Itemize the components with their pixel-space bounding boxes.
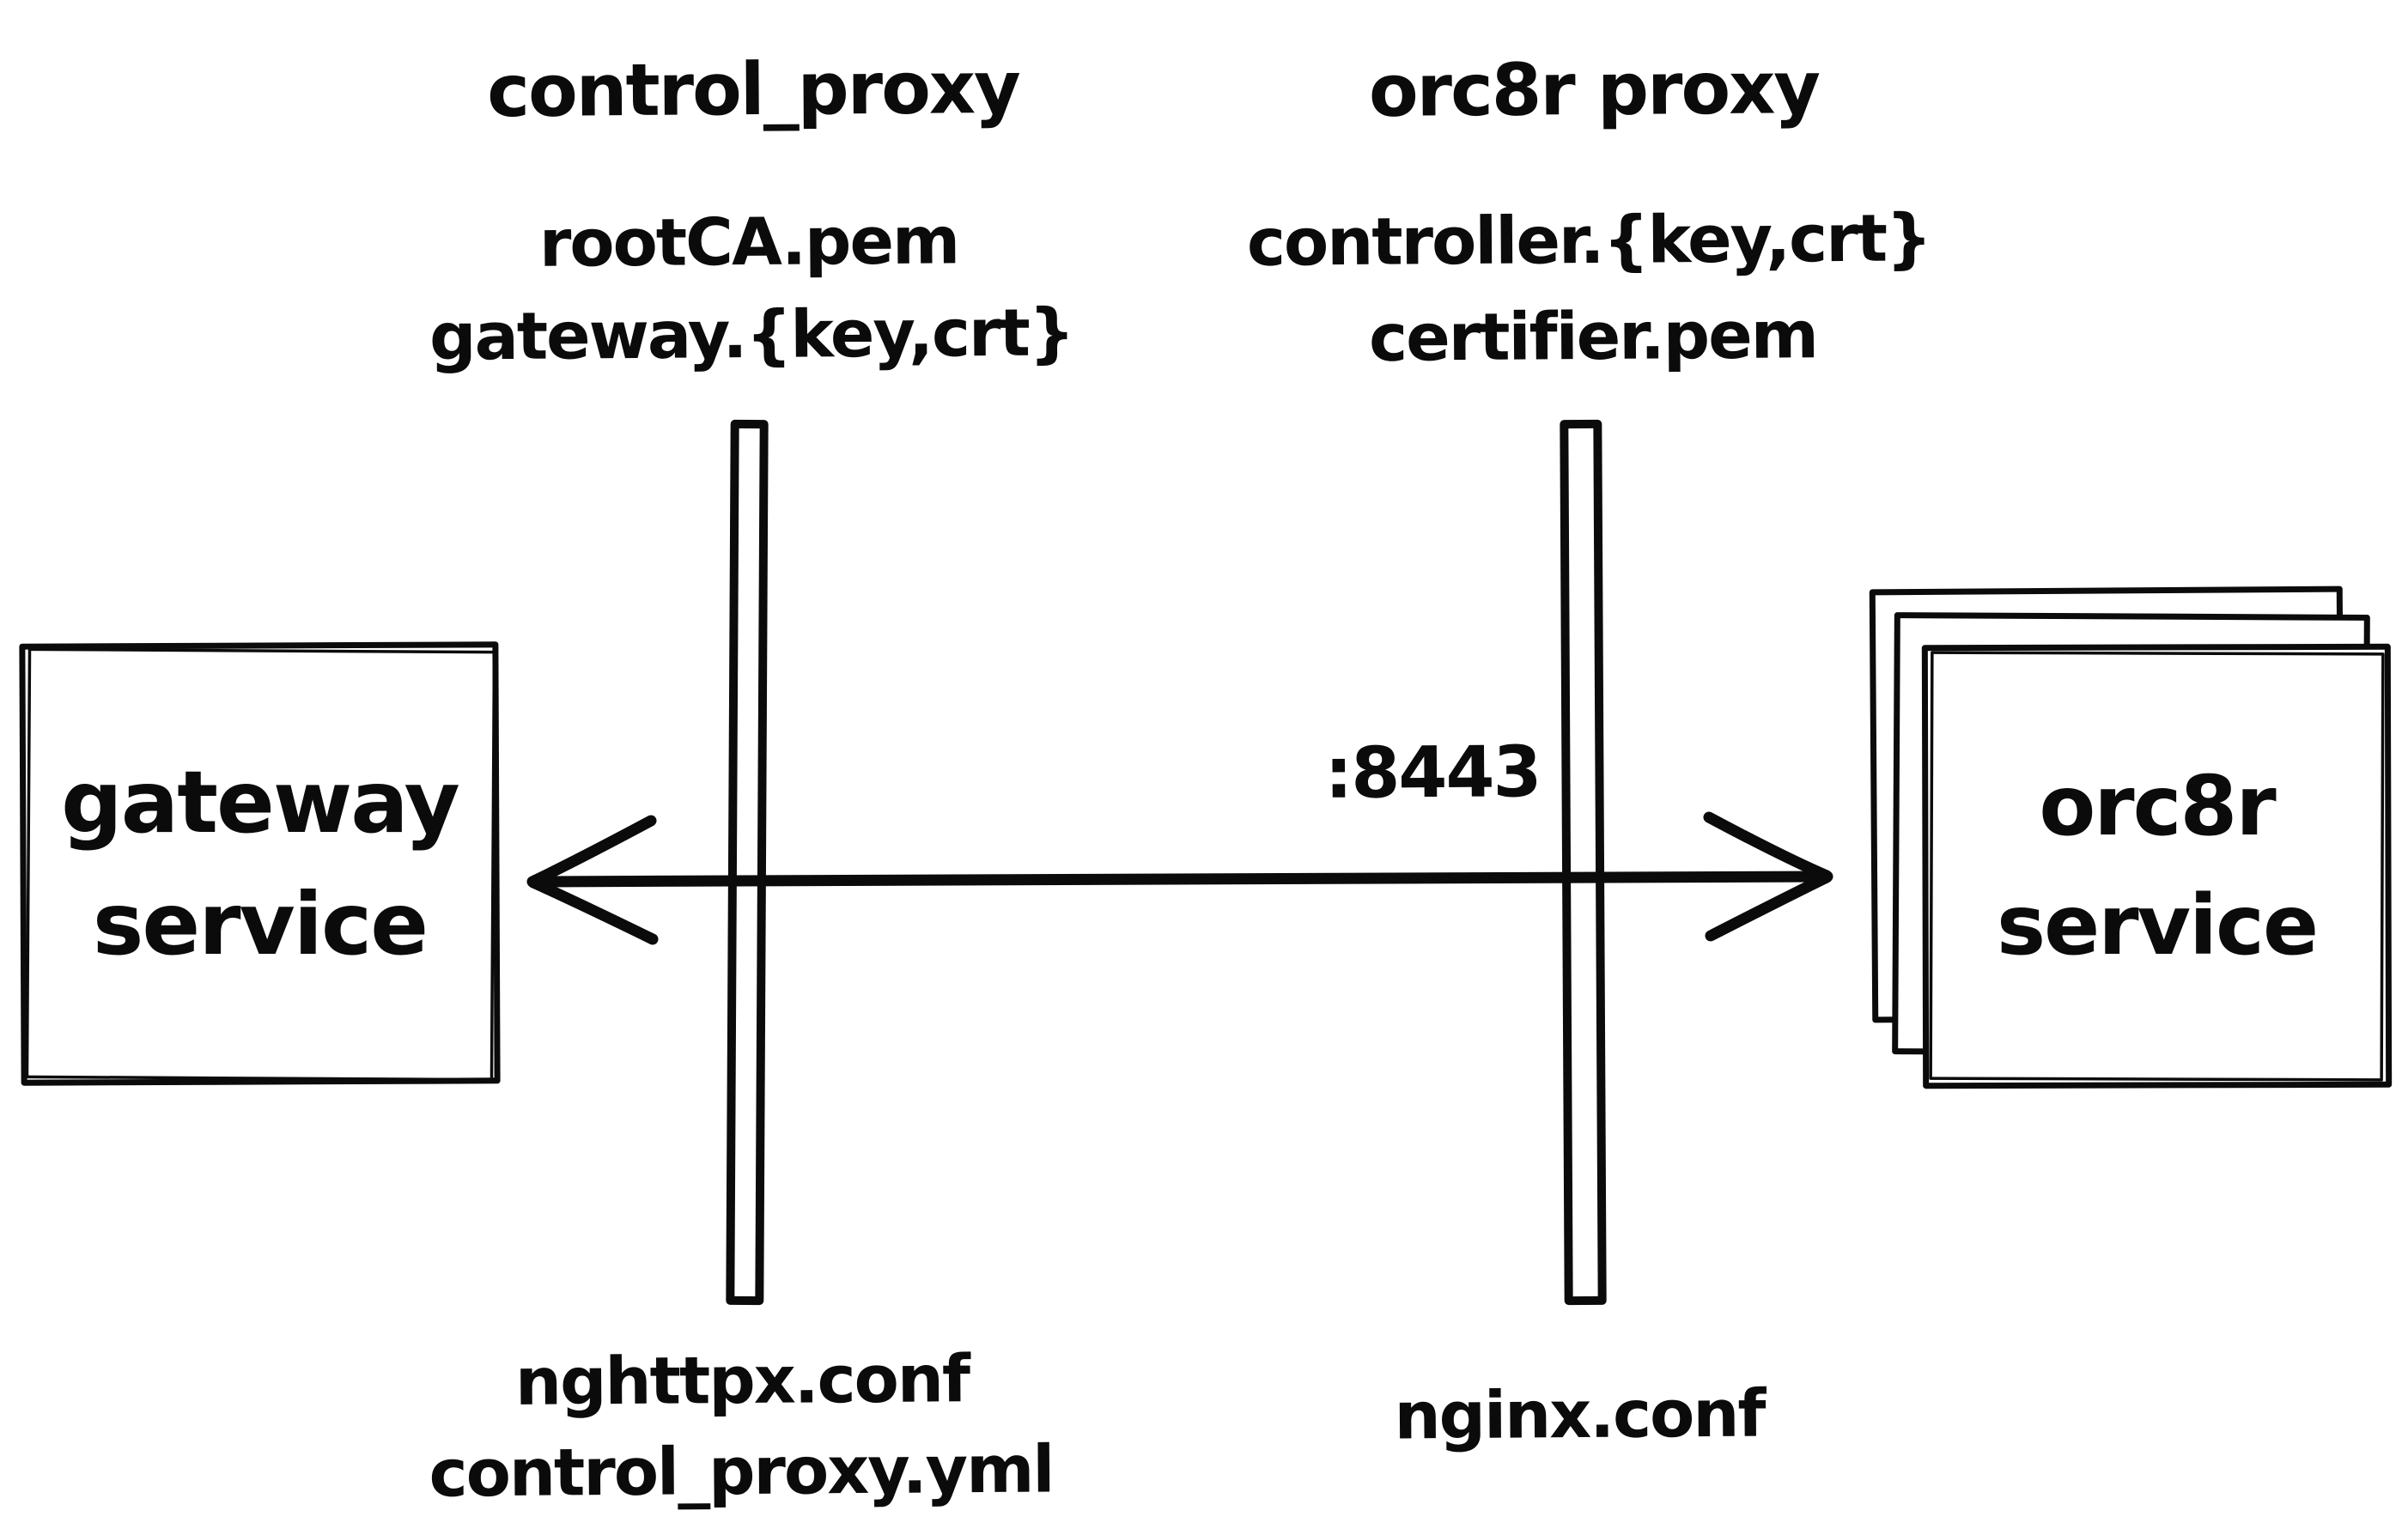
arrowhead-left (528, 815, 657, 887)
orc8r-label-line2: service (1996, 877, 2319, 974)
gateway-label-line1: gateway (61, 752, 460, 852)
gateway-label-line2: service (92, 874, 429, 974)
rootca-pem-label: rootCA.pem (538, 202, 959, 282)
bidirectional-arrow (526, 811, 1833, 945)
control-proxy-bar (726, 419, 769, 1306)
certifier-pem-label: certifier.pem (1368, 296, 1818, 376)
arrow-shaft (526, 871, 1833, 888)
orc8r-proxy-bar (1560, 419, 1607, 1306)
gateway-service-box (19, 641, 501, 1086)
port-8443-label: :8443 (1324, 731, 1541, 815)
nghttpx-conf-label: nghttpx.conf (514, 1340, 970, 1420)
orc8r-proxy-title-label: orc8r proxy (1368, 46, 1820, 133)
orc8r-label-line1: orc8r (2039, 757, 2276, 854)
arrowhead-right (1703, 811, 1833, 882)
gateway-key-crt-label: gateway.{key,crt} (429, 294, 1074, 375)
control-proxy-title-label: control_proxy (486, 45, 1020, 134)
nginx-conf-label: nginx.conf (1394, 1374, 1765, 1454)
orc8r-service-box-stack (1869, 585, 2393, 1089)
orc8r-box-front (1921, 643, 2393, 1089)
gateway-service-box-label: gateway service (23, 646, 496, 1082)
orc8r-service-box-label: orc8r service (1925, 647, 2388, 1085)
controller-key-crt-label: controller.{key,crt} (1246, 199, 1931, 281)
control-proxy-yml-label: control_proxy.yml (429, 1430, 1054, 1512)
